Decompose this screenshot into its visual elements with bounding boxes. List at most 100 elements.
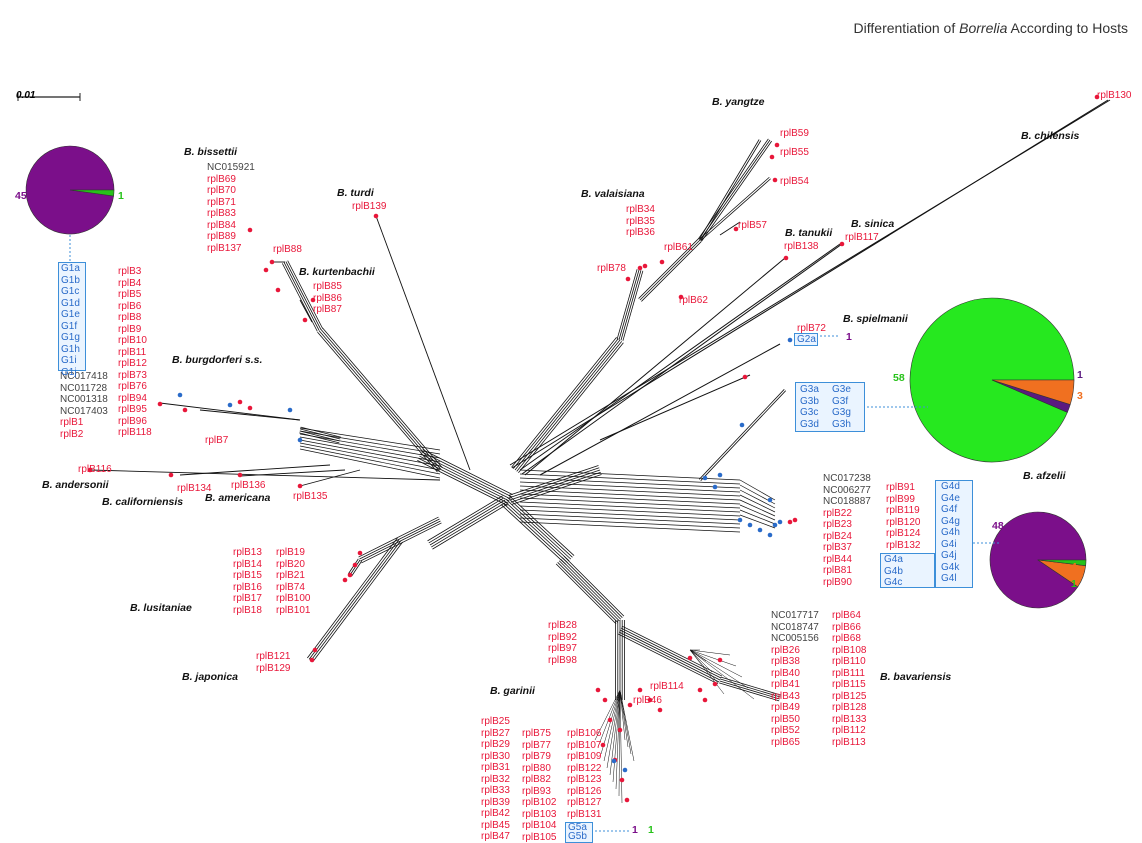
isolate-label: rplB17 bbox=[233, 593, 262, 605]
species-andersonii: B. andersonii bbox=[42, 479, 109, 491]
network-edge bbox=[621, 270, 641, 340]
isolate-node bbox=[743, 375, 748, 380]
isolate-label: rplB25 bbox=[481, 716, 510, 728]
isolate-label: rplB22 bbox=[823, 508, 871, 520]
network-edge bbox=[701, 391, 786, 481]
isolate-label: rplB11 bbox=[118, 347, 152, 359]
network-edge bbox=[240, 470, 345, 476]
network-edge bbox=[520, 506, 740, 516]
isolate-label: rplB34 bbox=[626, 204, 655, 216]
group-list-g4b: G4d G4e G4f G4g G4h G4i G4j G4k G4l bbox=[941, 481, 960, 585]
isolate-node bbox=[303, 318, 308, 323]
group-list-g3b: G3e G3f G3g G3h bbox=[832, 384, 851, 430]
isolate-label: rplB3 bbox=[118, 266, 152, 278]
species-bissettii: B. bissettii bbox=[184, 146, 237, 158]
isolate-node bbox=[638, 688, 643, 693]
isolate-label: rplB92 bbox=[548, 632, 577, 644]
network-edge bbox=[309, 539, 399, 659]
isolate-label: rplB100 bbox=[276, 593, 310, 605]
network-edge bbox=[513, 339, 618, 469]
host-count-label: 45 bbox=[15, 190, 27, 202]
isolate-label: rplB130 bbox=[1097, 90, 1131, 102]
isolate-node bbox=[773, 178, 778, 183]
reference-genome-label: NC018887 bbox=[823, 496, 871, 508]
network-edge bbox=[564, 556, 624, 616]
isolate-label: rplB52 bbox=[771, 725, 819, 737]
group-label: G4f bbox=[941, 504, 960, 516]
group-list-g1: G1a G1b G1c G1d G1e G1f G1g G1h G1i G1j bbox=[59, 263, 85, 378]
isolate-node bbox=[778, 520, 783, 525]
isolate-label: rplB117 bbox=[845, 232, 879, 244]
isolate-node bbox=[313, 648, 318, 653]
afzelii-isolate-list: NC017238 NC006277 NC018887 rplB22 rplB23… bbox=[823, 473, 871, 588]
network-edge bbox=[520, 502, 740, 512]
species-kurtenbachii: B. kurtenbachii bbox=[299, 266, 375, 278]
isolate-label: rplB14 bbox=[233, 559, 262, 571]
group-label: G3c bbox=[800, 407, 819, 419]
reference-genome-label: NC017238 bbox=[823, 473, 871, 485]
isolate-label: rplB112 bbox=[832, 725, 866, 737]
lusitaniae-isolate-list: rplB13 rplB14 rplB15 rplB16 rplB17 rplB1… bbox=[233, 547, 262, 616]
isolate-label: rplB124 bbox=[886, 528, 920, 540]
isolate-label: rplB89 bbox=[207, 231, 255, 243]
isolate-label: rplB102 bbox=[522, 797, 556, 809]
network-edge bbox=[699, 389, 784, 479]
isolate-node bbox=[288, 408, 293, 413]
isolate-label: rplB6 bbox=[118, 301, 152, 313]
isolate-label: rplB125 bbox=[832, 691, 866, 703]
isolate-label: rplB15 bbox=[233, 570, 262, 582]
reference-genome-label: NC017717 bbox=[771, 610, 819, 622]
network-edge bbox=[300, 431, 340, 441]
network-edge bbox=[180, 465, 330, 475]
network-edge bbox=[559, 561, 619, 621]
group-label: G4d bbox=[941, 481, 960, 493]
group-label: G5b bbox=[568, 832, 592, 841]
isolate-label: rplB42 bbox=[481, 808, 510, 820]
species-garinii: B. garinii bbox=[490, 685, 535, 697]
network-edge bbox=[556, 564, 616, 624]
host-count-label: 48 bbox=[992, 520, 1004, 532]
network-edge bbox=[562, 558, 622, 618]
group-label: G2a bbox=[795, 334, 817, 346]
isolate-node bbox=[358, 551, 363, 556]
isolate-node bbox=[612, 759, 617, 764]
isolate-label: rplB118 bbox=[118, 427, 152, 439]
host-count-label: 4 bbox=[1071, 561, 1077, 573]
isolate-node bbox=[620, 778, 625, 783]
isolate-node bbox=[270, 260, 275, 265]
group-label: G1f bbox=[61, 321, 85, 333]
species-turdi: B. turdi bbox=[337, 187, 374, 199]
host-count-label: 1 bbox=[648, 824, 654, 836]
isolate-label: rplB94 bbox=[118, 393, 152, 405]
isolate-label: rplB37 bbox=[823, 542, 871, 554]
isolate-label: rplB104 bbox=[522, 820, 556, 832]
isolate-label: rplB1 bbox=[60, 417, 108, 429]
isolate-label: rplB108 bbox=[832, 645, 866, 657]
isolate-label: rplB127 bbox=[567, 797, 601, 809]
isolate-label: rplB57 bbox=[738, 220, 767, 232]
isolate-label: rplB59 bbox=[780, 128, 809, 140]
isolate-label: rplB139 bbox=[352, 201, 386, 213]
host-count-label: 1 bbox=[1077, 369, 1083, 381]
isolate-label: rplB12 bbox=[118, 358, 152, 370]
group-label: G1b bbox=[61, 275, 85, 287]
isolate-label: rplB70 bbox=[207, 185, 255, 197]
kurtenbachii-isolate-list: rplB85 rplB86 rplB87 bbox=[313, 281, 342, 316]
reference-genome-label: NC017403 bbox=[60, 406, 108, 418]
group-box-g4-extra: G4a G4b G4c bbox=[880, 553, 935, 588]
network-edge bbox=[512, 337, 617, 467]
isolate-node bbox=[603, 698, 608, 703]
network-edge bbox=[520, 494, 740, 504]
isolate-node bbox=[626, 277, 631, 282]
group-label: G1d bbox=[61, 298, 85, 310]
network-edge bbox=[522, 244, 842, 474]
isolate-label: rplB122 bbox=[567, 763, 601, 775]
isolate-node bbox=[770, 155, 775, 160]
species-americana: B. americana bbox=[205, 492, 270, 504]
network-edge bbox=[520, 518, 740, 528]
isolate-label: rplB120 bbox=[886, 517, 920, 529]
host-count-label: 1 bbox=[1071, 578, 1077, 590]
isolate-label: rplB134 bbox=[177, 483, 211, 495]
isolate-label: rplB74 bbox=[276, 582, 310, 594]
